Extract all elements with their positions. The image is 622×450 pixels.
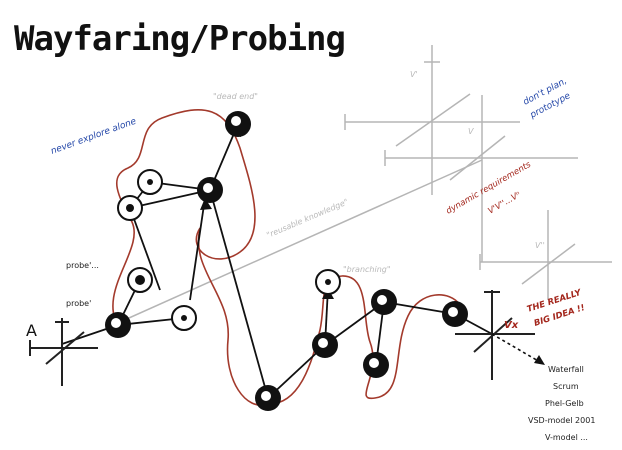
dynamic-requirements-versions: V'V''...Vⁿ	[487, 190, 524, 217]
never-explore-alone-note: never explore alone	[50, 116, 139, 156]
v-double-prime-label: V''	[535, 241, 545, 250]
reusable-knowledge-line	[119, 159, 483, 323]
method-item: Phel-Gelb	[545, 399, 584, 408]
node-probe-dots	[127, 267, 153, 293]
node-top-left	[137, 169, 163, 195]
node-final	[442, 301, 468, 327]
vx-label: Vx	[504, 320, 519, 331]
reusable-knowledge-label: "reusable knowledge"	[265, 197, 349, 240]
node-branch-low	[363, 352, 389, 378]
node-mid	[171, 305, 197, 331]
a-label: A	[26, 321, 37, 340]
node-hub	[197, 177, 223, 203]
exploration-loop-left	[112, 109, 256, 331]
node-bottom	[255, 385, 281, 411]
node-branch-right	[371, 289, 397, 315]
method-item: Waterfall	[548, 365, 584, 374]
page-title: Wayfaring/Probing	[14, 19, 345, 59]
branching-note: "branching"	[343, 265, 391, 274]
node-probe-start	[105, 312, 131, 338]
node-branching	[315, 269, 341, 295]
method-item: VSD-model 2001	[528, 416, 595, 425]
node-left	[117, 195, 143, 221]
vx-axis	[455, 290, 545, 380]
v-label: V	[468, 127, 474, 136]
v-double-prime-axis	[479, 210, 612, 300]
exploration-loop-right	[267, 275, 461, 405]
dead-end-note: "dead end"	[213, 92, 258, 101]
v-axis	[384, 95, 578, 262]
node-branch-center	[312, 332, 338, 358]
probe-note: probe'	[66, 299, 91, 308]
method-item: Scrum	[553, 382, 579, 391]
exploration-loop-center	[197, 227, 269, 407]
v-prime-axis	[344, 45, 520, 195]
method-item: V-model ...	[545, 433, 588, 442]
v-prime-label: V'	[410, 70, 418, 79]
probe-dots-note: probe'...	[66, 261, 99, 270]
node-dead-end	[225, 111, 251, 137]
a-axis	[29, 318, 98, 386]
